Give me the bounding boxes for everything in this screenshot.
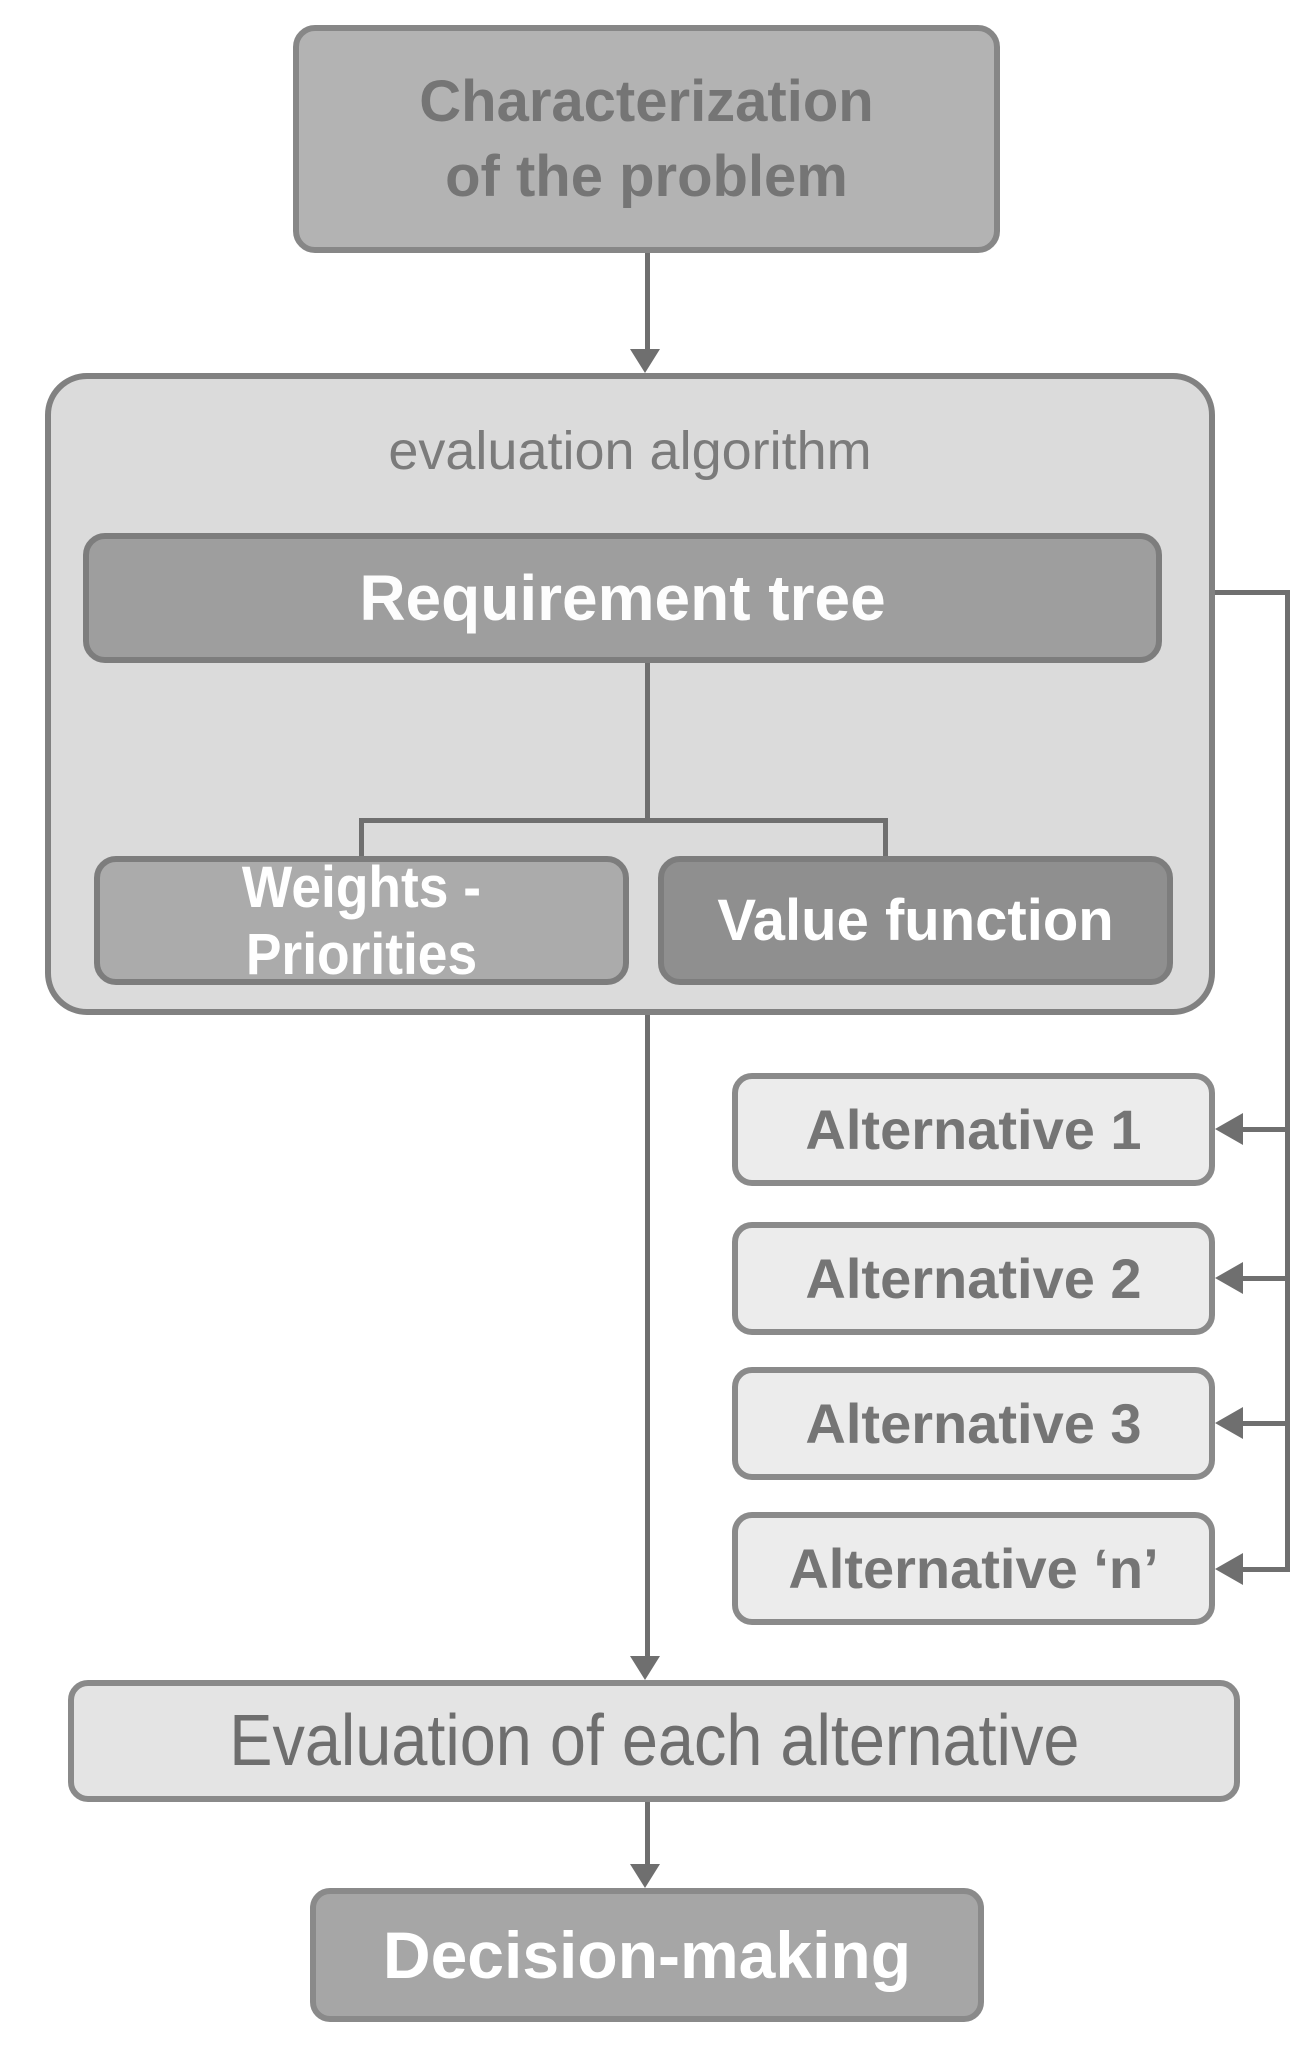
arrowhead-left-alt1-icon: [1215, 1113, 1243, 1145]
node-value-function-label: Value function: [717, 888, 1114, 953]
connector-tree-bracket: [359, 818, 888, 823]
arrowhead-down-decision-icon: [630, 1864, 660, 1888]
connector-alt1: [1240, 1127, 1288, 1132]
connector-feed-horizontal: [1215, 590, 1290, 595]
node-alternative-n-label: Alternative ‘n’: [788, 1537, 1159, 1600]
arrowhead-left-alt3-icon: [1215, 1407, 1243, 1439]
node-decision-making: Decision-making: [310, 1888, 984, 2022]
node-alternative-3: Alternative 3: [732, 1367, 1215, 1480]
node-alternative-2-label: Alternative 2: [805, 1247, 1142, 1310]
node-alternative-n: Alternative ‘n’: [732, 1512, 1215, 1625]
node-characterization: Characterization of the problem: [293, 25, 1000, 253]
node-decision-making-label: Decision-making: [382, 1918, 912, 1992]
node-requirement-tree: Requirement tree: [83, 533, 1162, 663]
connector-drop-weights: [359, 818, 364, 858]
connector-eval-to-decision: [645, 1802, 650, 1866]
node-alternative-1-label: Alternative 1: [805, 1098, 1142, 1161]
connector-tree-stem: [645, 663, 650, 820]
node-weights-priorities: Weights - Priorities: [94, 854, 629, 987]
arrowhead-left-altn-icon: [1215, 1553, 1243, 1585]
connector-alt3: [1240, 1421, 1288, 1426]
node-alternative-1: Alternative 1: [732, 1073, 1215, 1186]
node-alternative-3-label: Alternative 3: [805, 1392, 1142, 1455]
arrowhead-down-eval-icon: [630, 1656, 660, 1680]
node-evaluation-of-each-alternative: Evaluation of each alternative: [68, 1680, 1240, 1802]
connector-alt2: [1240, 1276, 1288, 1281]
group-evaluation-algorithm-label: evaluation algorithm: [388, 421, 872, 481]
node-alternative-2: Alternative 2: [732, 1222, 1215, 1335]
node-value-function: Value function: [658, 856, 1173, 985]
connector-group-to-eval: [645, 1015, 650, 1660]
node-requirement-tree-label: Requirement tree: [359, 562, 886, 634]
connector-char-to-group: [645, 253, 650, 351]
node-weights-priorities-label: Weights - Priorities: [241, 854, 482, 987]
arrowhead-left-alt2-icon: [1215, 1262, 1243, 1294]
node-evaluation-of-each-alternative-label: Evaluation of each alternative: [228, 1701, 1080, 1781]
connector-altn: [1240, 1567, 1288, 1572]
connector-feed-vertical: [1285, 590, 1290, 1572]
arrowhead-down-icon: [630, 349, 660, 373]
connector-drop-value: [883, 818, 888, 858]
